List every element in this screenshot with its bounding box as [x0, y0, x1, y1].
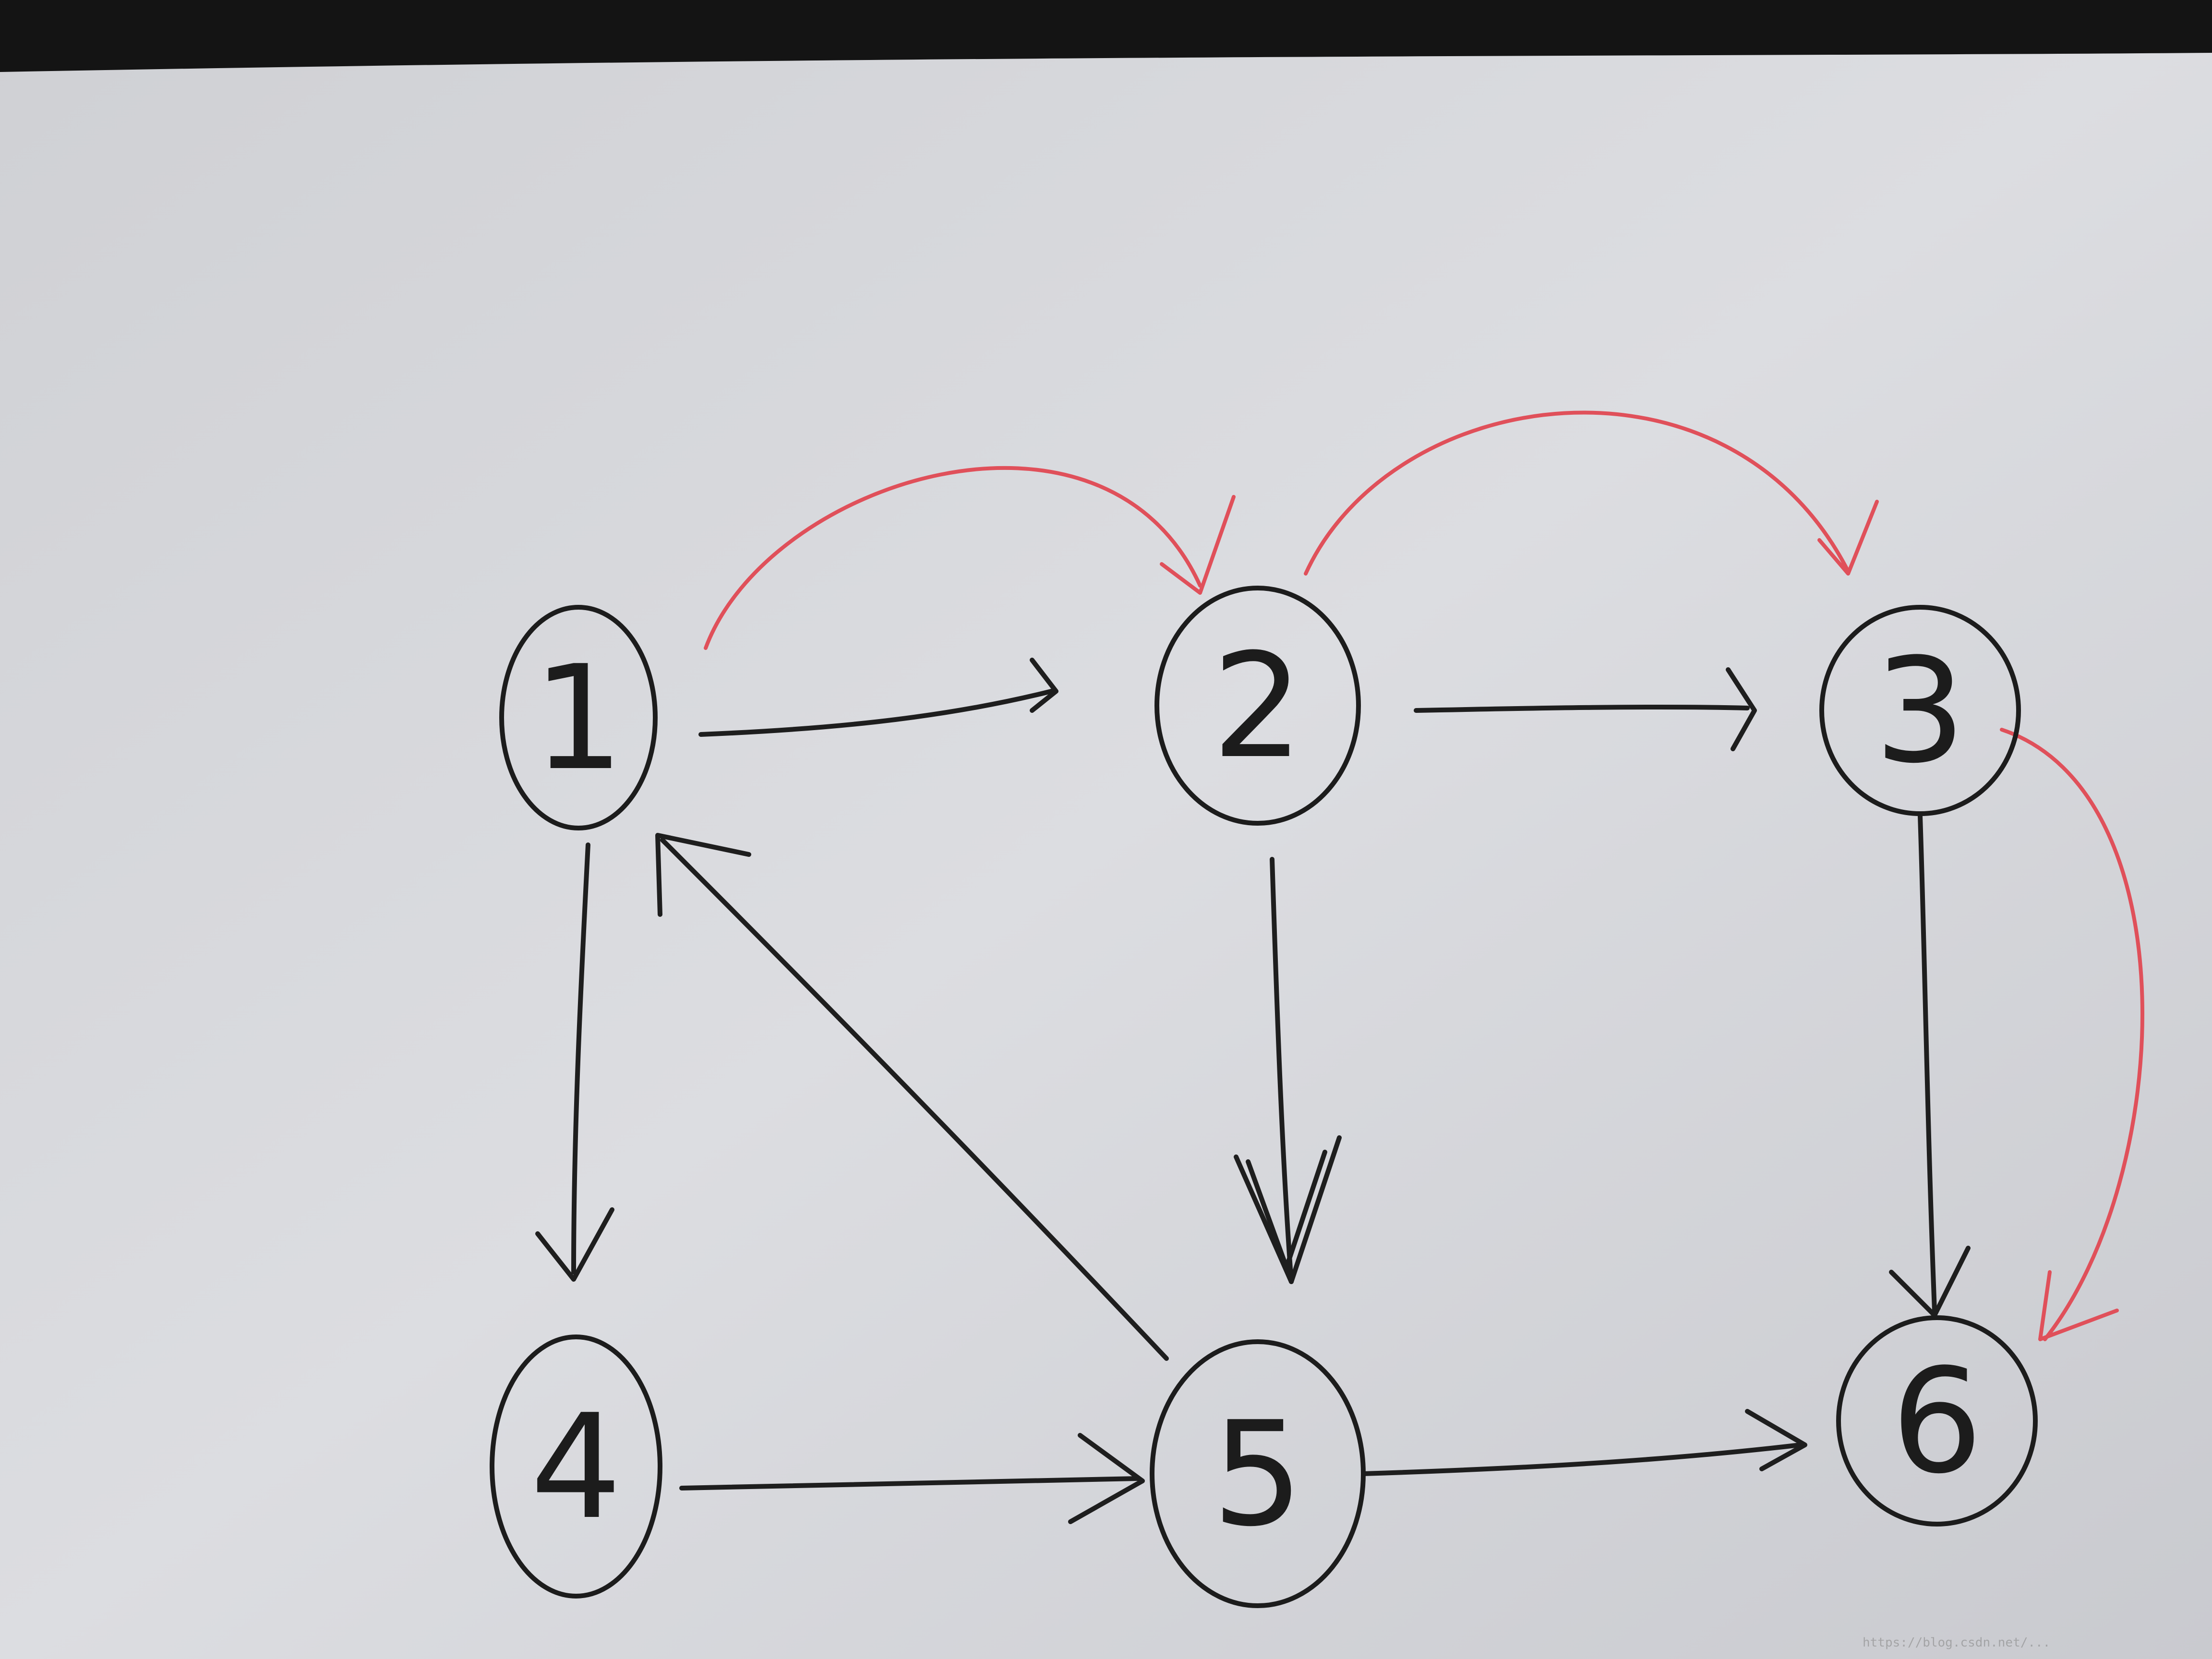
- svg-text:3: 3: [1875, 627, 1966, 795]
- edge-2-3: [1414, 667, 1757, 751]
- watermark-text: https://blog.csdn.net/...: [1863, 1635, 2050, 1650]
- svg-text:4: 4: [530, 1383, 622, 1551]
- node-3: 3: [1819, 605, 2021, 816]
- node-6: 6: [1836, 1315, 2038, 1527]
- edge-3-6: [1889, 814, 1971, 1318]
- node-4: 4: [490, 1334, 662, 1599]
- edge-1-2: [698, 658, 1058, 737]
- node-5: 5: [1150, 1339, 1366, 1608]
- edge-2-5: [1234, 857, 1342, 1284]
- edge-5-6: [1361, 1409, 1807, 1476]
- node-2: 2: [1154, 586, 1361, 826]
- red-arc-1-2: [704, 466, 1236, 650]
- top-shadow: [0, 0, 2212, 72]
- svg-text:2: 2: [1212, 623, 1304, 790]
- svg-text:5: 5: [1212, 1391, 1304, 1558]
- svg-text:1: 1: [533, 635, 625, 802]
- red-arc-2-3: [1304, 410, 1879, 576]
- svg-text:6: 6: [1891, 1338, 1983, 1505]
- red-arc-3-6: [2000, 728, 2144, 1341]
- node-1: 1: [499, 605, 658, 830]
- edge-1-4: [535, 842, 614, 1282]
- edge-5-1: [655, 833, 1169, 1361]
- edge-4-5: [679, 1433, 1145, 1524]
